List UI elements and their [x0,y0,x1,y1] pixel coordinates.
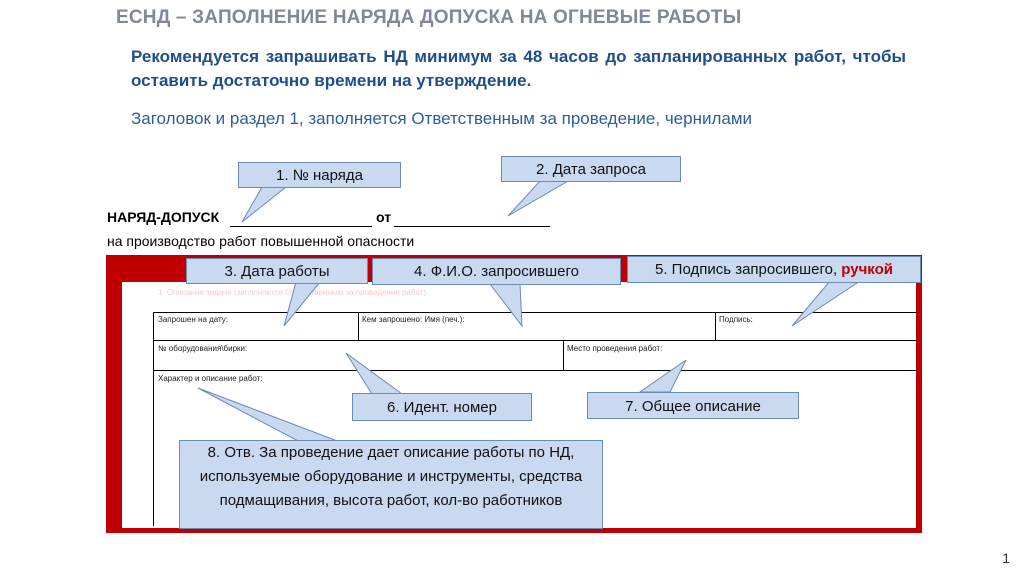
recommendation-text: Рекомендуется запрашивать НД минимум за … [131,47,906,90]
cell-requested-date: Запрошен на дату: [158,315,229,324]
pointer-requester-signature [791,280,862,327]
table-divider-1 [358,312,359,340]
callout-requester-signature-label: 5. Подпись запросившего, [655,261,838,278]
cell-requested-by: Кем запрошено: Имя (печ.): [362,315,465,324]
slide-subtitle: Заголовок и раздел 1, заполняется Ответс… [131,109,753,128]
table-border-top [153,312,917,313]
form-title: НАРЯД-ДОПУСК [107,209,219,225]
form-subtitle: на производство работ повышенной опаснос… [107,233,415,249]
callout-requester-name: 4. Ф.И.О. запросившего [372,258,621,285]
slide-title: ЕСНД – ЗАПОЛНЕНИЕ НАРЯДА ДОПУСКА НА ОГНЕ… [116,7,742,28]
table-border-row1 [153,340,917,341]
cell-location: Место проведения работ: [567,344,663,353]
table-border-row2 [153,370,917,371]
callout-work-date: 3. Дата работы [186,258,368,284]
callout-permit-number: 1. № наряда [238,162,401,188]
table-divider-3 [563,340,564,370]
callout-request-date: 2. Дата запроса [501,156,681,182]
callout-requester-signature-emphasis: ручкой [841,261,893,278]
pointer-request-date [507,180,570,217]
callout-general-description: 7. Общее описание [587,392,799,419]
callout-ident-number: 6. Идент. номер [352,393,532,421]
callout-responsible-description: 8. Отв. За проведение дает описание рабо… [179,440,603,529]
request-date-line [394,226,550,227]
table-divider-2 [715,312,716,340]
cell-description: Характер и описание работ: [158,374,263,383]
form-title-label: НАРЯД-ДОПУСК [107,209,220,225]
permit-number-line [230,226,372,227]
cell-equipment-no: № оборудования\бирки: [158,344,248,353]
pointer-work-date [283,281,322,327]
from-label: от [376,209,392,225]
pointer-permit-no [241,186,288,223]
table-border-left [153,312,154,526]
section-label: 1. Описание задачи (заполняется Ответств… [158,288,427,297]
pointer-requester-name [488,283,523,328]
pointer-responsible-description [197,387,341,443]
callout-requester-signature: 5. Подпись запросившего, ручкой [627,256,921,283]
cell-signature: Подпись: [719,315,753,324]
pointer-ident-no [345,352,404,395]
page-number: 1 [1002,550,1010,566]
pointer-general-description [638,359,687,393]
